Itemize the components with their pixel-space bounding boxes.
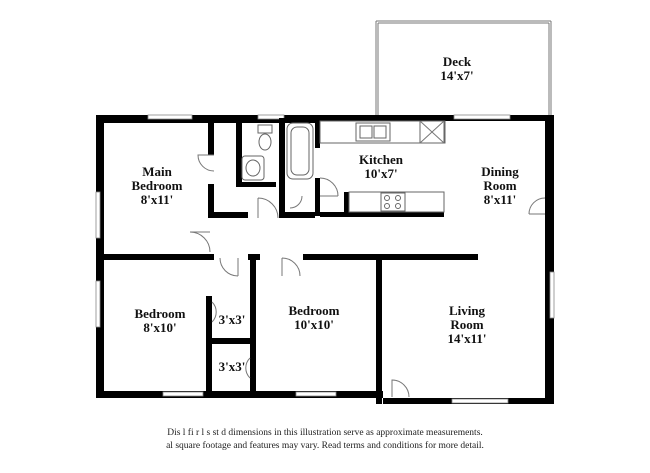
kitchen-name: Kitchen [359, 152, 404, 167]
disclaimer-line-2: al square footage and features may vary.… [166, 441, 484, 451]
living-name-line1: Living [449, 303, 486, 318]
deck-name: Deck [443, 54, 472, 69]
main-bedroom-size: 8'x11' [141, 192, 174, 207]
bedroom-mid-label: Bedroom 10'x10' [288, 303, 339, 332]
deck-label: Deck 14'x7' [440, 54, 473, 83]
living-room-label: Living Room 14'x11' [447, 303, 486, 346]
closet-labels: 3'x3' 3'x3' [219, 312, 246, 374]
living-name-line2: Room [450, 317, 483, 332]
bedroom-mid-size: 10'x10' [294, 317, 334, 332]
living-size: 14'x11' [447, 331, 486, 346]
main-bedroom-label: Main Bedroom 8'x11' [131, 164, 182, 207]
dining-size: 8'x11' [484, 192, 517, 207]
fixtures [241, 120, 446, 213]
bedroom-left-name: Bedroom [134, 306, 185, 321]
dining-room-label: Dining Room 8'x11' [481, 164, 519, 207]
deck-size: 14'x7' [440, 68, 473, 83]
deck [375, 20, 552, 116]
dining-name-line2: Room [483, 178, 516, 193]
dining-name-line1: Dining [481, 164, 519, 179]
main-bedroom-name-line2: Bedroom [131, 178, 182, 193]
disclaimer-line-1: Dis l fi r l s st d dimensions in this i… [167, 428, 483, 438]
toilet [257, 124, 273, 134]
stove [380, 192, 406, 212]
main-bedroom-name-line1: Main [142, 164, 172, 179]
closet-upper-size: 3'x3' [219, 312, 246, 327]
windows [95, 114, 555, 404]
bedroom-left-size: 8'x10' [143, 320, 176, 335]
closet-lower-size: 3'x3' [219, 359, 246, 374]
door-swings [189, 154, 546, 398]
kitchen-size: 10'x7' [364, 166, 397, 181]
bedroom-left-label: Bedroom 8'x10' [134, 306, 185, 335]
interior-walls [104, 115, 554, 391]
kitchen-label: Kitchen 10'x7' [359, 152, 404, 181]
bedroom-mid-name: Bedroom [288, 303, 339, 318]
